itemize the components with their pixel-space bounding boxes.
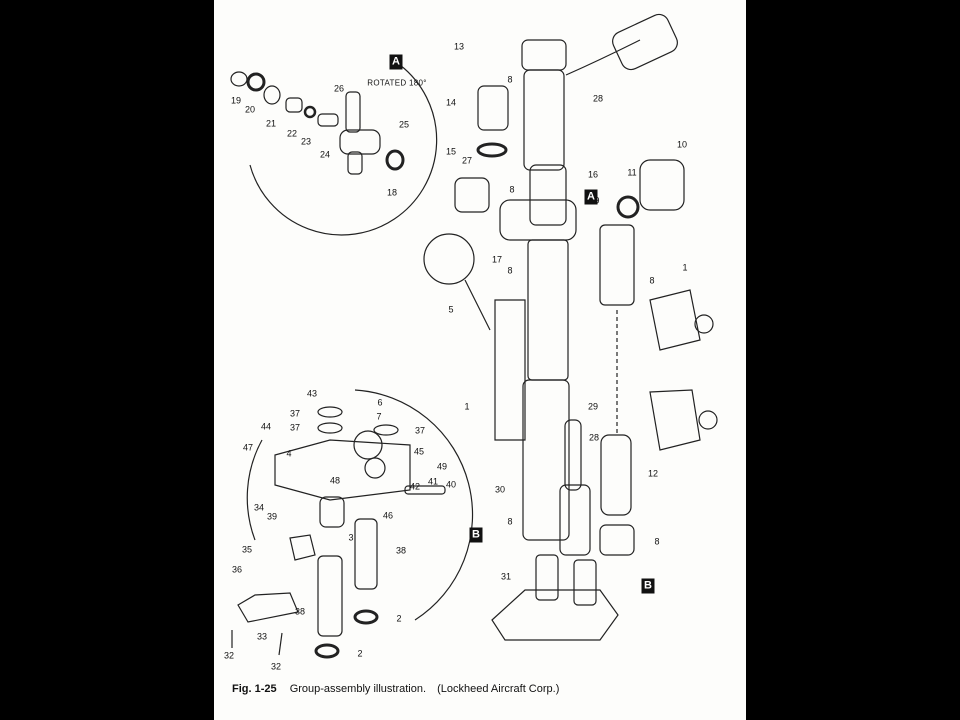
callout: 29 [587,401,599,412]
callout: 40 [445,479,457,490]
callout: 14 [445,97,457,108]
callout: 34 [253,502,265,513]
callout: 2 [357,648,363,659]
callout: 8 [507,516,513,527]
callout: 25 [398,119,410,130]
inset-a-boundary [249,64,438,236]
view-a-marker: A [584,189,598,205]
main-assembly-parts [423,13,718,641]
callout: 18 [386,187,398,198]
callout: 8 [509,184,515,195]
callout: 49 [436,461,448,472]
inset-a-parts [230,71,405,175]
callout: 13 [453,41,465,52]
document-page [214,0,746,720]
callout: 8 [649,275,655,286]
callout: 21 [265,118,277,129]
callout: 1 [682,262,688,273]
callout: 17 [491,254,503,265]
callout: 16 [587,169,599,180]
callout: 8 [654,536,660,547]
figure-caption-text: Group-assembly illustration. [289,683,427,695]
callout: 31 [500,571,512,582]
view-b-marker: B [641,578,655,594]
callout: 27 [461,155,473,166]
callout: 8 [507,265,513,276]
callout: 38 [395,545,407,556]
callout: 41 [427,476,439,487]
callout: 37 [289,408,301,419]
callout: 32 [223,650,235,661]
callout: 38 [294,606,306,617]
callout: 5 [448,304,454,315]
callout: 1 [464,401,470,412]
callout: 42 [409,481,421,492]
inset-b-boundary [354,389,474,621]
callout: 47 [242,442,254,453]
callout: 26 [333,83,345,94]
callout: 11 [627,167,637,178]
callout: 9 [594,195,600,206]
callout: 24 [319,149,331,160]
callout: 48 [329,475,341,486]
callout: 3 [348,532,354,543]
callout: 45 [413,446,425,457]
callout: 8 [507,74,513,85]
callout: 44 [260,421,272,432]
callout: 35 [241,544,253,555]
callout: 36 [231,564,243,575]
callout: 23 [300,136,312,147]
callout: 28 [592,93,604,104]
callout: 15 [445,146,457,157]
callout: 28 [588,432,600,443]
callout: 7 [376,411,382,422]
figure-number: Fig. 1-25 [232,683,277,695]
inset-b-parts [231,406,446,659]
callout: 2 [396,613,402,624]
figure-caption: Fig. 1-25 Group-assembly illustration. (… [232,683,559,695]
callout: 39 [266,511,278,522]
callout: 46 [382,510,394,521]
callout: 33 [256,631,268,642]
callout: 32 [270,661,282,672]
callout: 12 [647,468,659,479]
callout: 37 [414,425,426,436]
inset-b-marker: B [469,527,483,543]
callout: 37 [289,422,301,433]
callout: 19 [230,95,242,106]
callout: 6 [377,397,383,408]
callout: 30 [494,484,506,495]
inset-a-marker: A [389,54,403,70]
callout: 4 [286,448,292,459]
figure-credit: (Lockheed Aircraft Corp.) [437,683,560,695]
callout: 22 [286,128,298,139]
callout: 10 [676,139,688,150]
inset-a-rotation-note: ROTATED 180° [367,78,427,88]
callout: 43 [306,388,318,399]
callout: 20 [244,104,256,115]
